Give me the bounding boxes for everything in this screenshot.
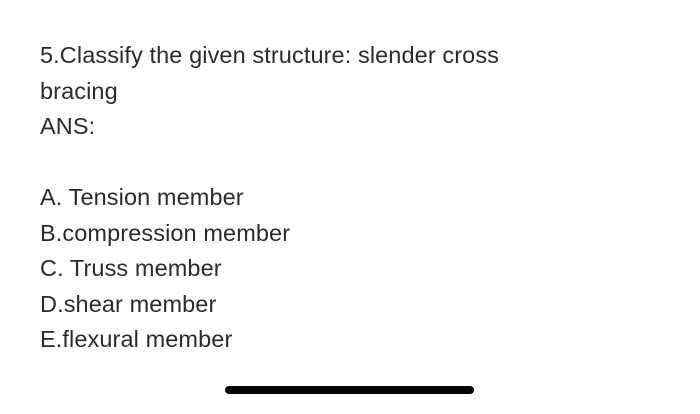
blank-line-spacer: [40, 145, 676, 181]
question-content: 5.Classify the given structure: slender …: [40, 38, 676, 358]
answer-option-e[interactable]: E.flexural member: [40, 326, 233, 352]
question-line-1: 5.Classify the given structure: slender …: [40, 42, 500, 68]
answer-option-a[interactable]: A. Tension member: [40, 184, 244, 210]
question-text-block: 5.Classify the given structure: slender …: [40, 38, 676, 145]
home-indicator-bar[interactable]: [225, 386, 474, 394]
answer-prompt-label: ANS:: [40, 113, 96, 139]
question-line-2: bracing: [40, 77, 118, 104]
answer-option-d[interactable]: D.shear member: [40, 290, 217, 317]
answer-options-list: A. Tension member B.compression member C…: [40, 180, 676, 358]
answer-option-b[interactable]: B.compression member: [40, 219, 291, 246]
answer-option-c[interactable]: C. Truss member: [40, 255, 222, 281]
